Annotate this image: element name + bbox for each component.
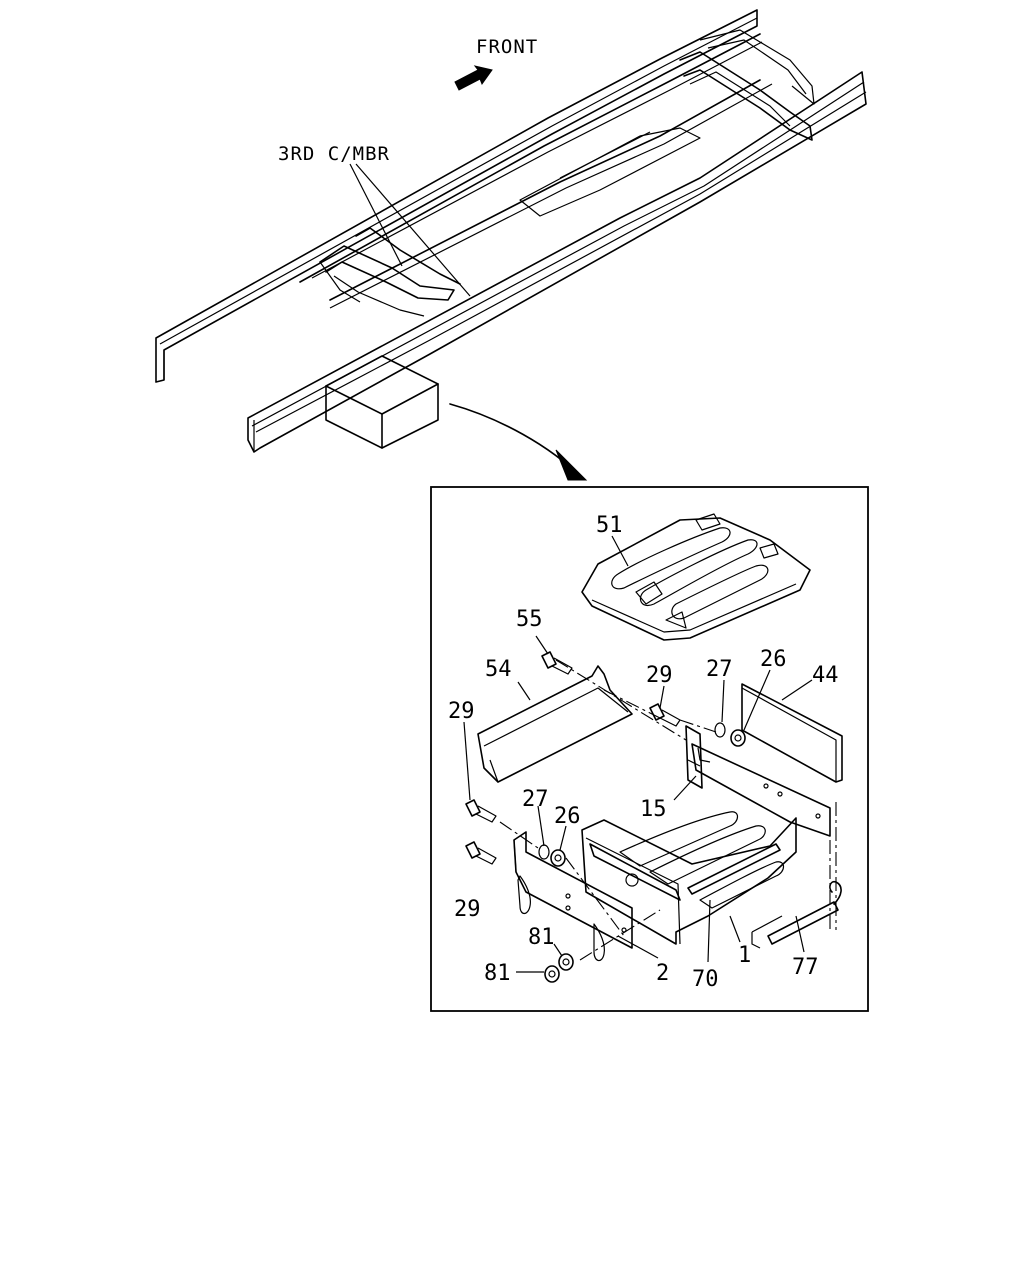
callout-1: 1 <box>738 943 751 968</box>
tray-assembly <box>513 725 831 962</box>
crossmember-label: 3RD C/MBR <box>278 143 390 165</box>
j-bolt-77 <box>751 880 842 949</box>
callout-55: 55 <box>516 607 543 632</box>
chassis-frame <box>155 9 867 453</box>
front-arrow-icon <box>454 65 493 91</box>
callout-29-upper: 29 <box>646 663 673 688</box>
callout-27-lower: 27 <box>522 787 549 812</box>
bolt-29-upper-icon <box>649 703 681 727</box>
battery-hold-down-cover <box>581 513 811 641</box>
washer-27-lower-icon <box>538 844 550 860</box>
callout-54: 54 <box>485 657 512 682</box>
washer-27-upper-icon <box>714 722 726 738</box>
nut-81-upper-icon <box>558 953 574 971</box>
callout-81-upper: 81 <box>528 925 555 950</box>
callout-29-middle: 29 <box>448 699 475 724</box>
callout-15: 15 <box>640 797 667 822</box>
callout-70: 70 <box>692 967 719 992</box>
bolt-55-icon <box>541 651 573 675</box>
assembly-center-lines <box>499 659 837 961</box>
callout-77: 77 <box>792 955 819 980</box>
callout-51: 51 <box>596 513 623 538</box>
spacer-block-44 <box>741 683 843 783</box>
bolt-29-lower-icon <box>465 841 497 865</box>
nut-26-upper-icon <box>730 729 746 747</box>
callout-44: 44 <box>812 663 839 688</box>
callout-26-lower: 26 <box>554 804 581 829</box>
nut-81-lower-icon <box>544 965 560 983</box>
callout-27-upper: 27 <box>706 657 733 682</box>
leader-lines <box>349 163 813 973</box>
callout-81-lower: 81 <box>484 961 511 986</box>
front-label: FRONT <box>476 36 538 58</box>
nut-26-lower-icon <box>550 849 566 867</box>
detail-pointer-arrow <box>449 403 588 481</box>
bolt-29-middle-icon <box>465 799 497 823</box>
detail-frame <box>430 486 869 1012</box>
callout-29-lower: 29 <box>454 897 481 922</box>
hold-down-bracket <box>477 665 633 783</box>
callout-2: 2 <box>656 961 669 986</box>
callout-26-upper: 26 <box>760 647 787 672</box>
